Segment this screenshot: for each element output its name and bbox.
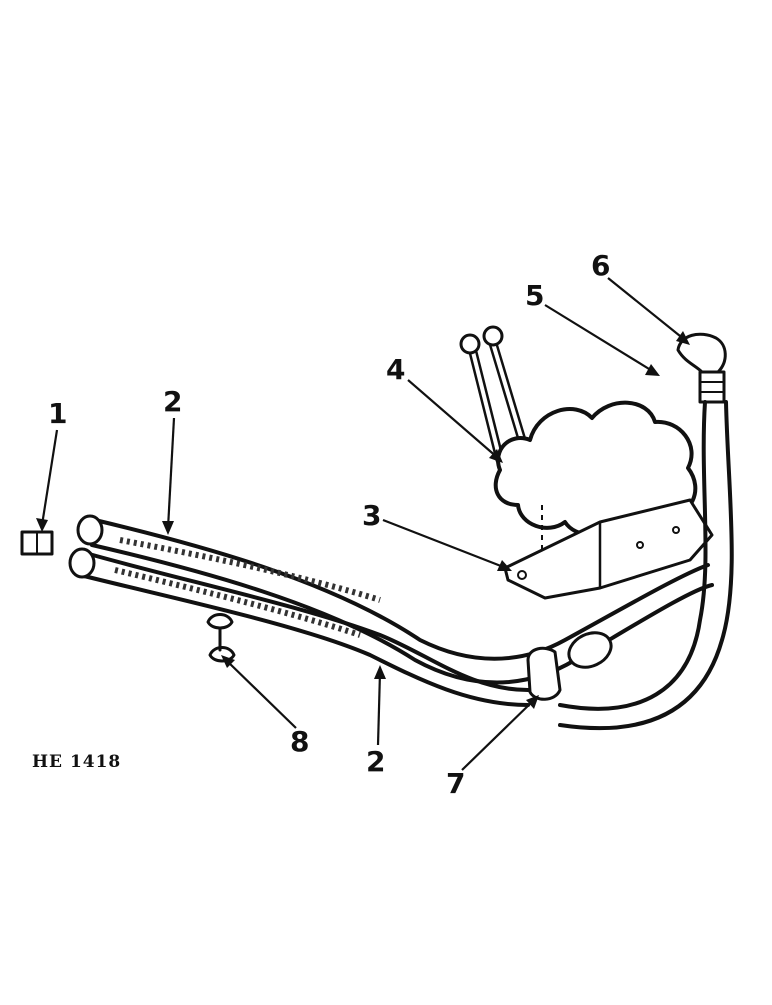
callout-2-lower: 2: [366, 745, 386, 778]
callout-5: 5: [525, 279, 545, 312]
clip-part-8: [206, 613, 236, 663]
leader-lines: [36, 277, 690, 771]
elbow-fitting-part-6: [676, 332, 727, 374]
adapter-part-1: [20, 530, 54, 556]
hose-right-loop: [558, 400, 734, 731]
callout-1: 1: [48, 397, 68, 430]
callout-3: 3: [362, 499, 382, 532]
callout-7: 7: [446, 767, 466, 800]
hose-coupling: [567, 631, 613, 669]
hose-part-2-lower: [78, 550, 530, 707]
elbow-part-7: [526, 646, 562, 701]
hose-left-fittings: [68, 514, 104, 579]
callout-8: 8: [290, 725, 310, 758]
adapter-part-5: [698, 370, 726, 404]
mounting-bracket-part-3: [503, 498, 714, 600]
callout-2-upper: 2: [163, 385, 183, 418]
hose-part-2-upper: [90, 518, 714, 685]
callout-6: 6: [591, 249, 611, 282]
callout-4: 4: [386, 353, 406, 386]
figure-reference-code: HE 1418: [32, 752, 122, 772]
